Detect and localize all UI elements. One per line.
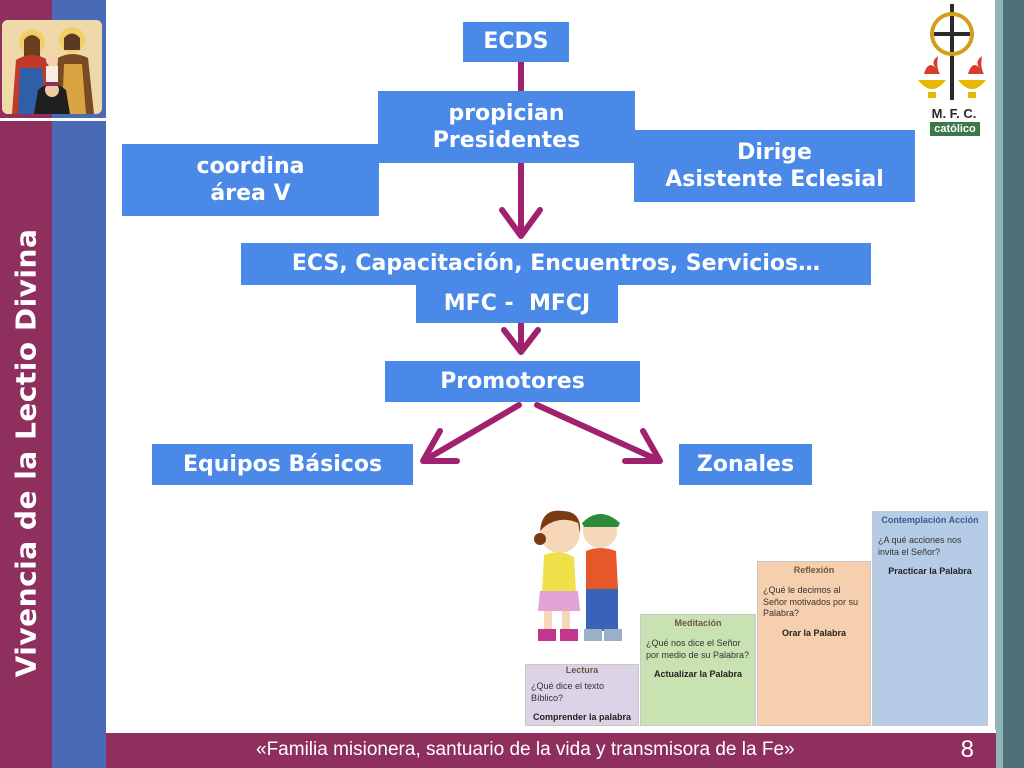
step-reflexion: Reflexión ¿Qué le decimos al Señor motiv… — [757, 561, 871, 726]
step-contemplacion-action: Practicar la Palabra — [888, 566, 972, 577]
zonales-box: Zonales — [679, 444, 812, 485]
mfc-box: MFC - MFCJ — [416, 285, 618, 323]
mfc-label: MFC - MFCJ — [443, 291, 591, 317]
arrow-mfc-head — [501, 327, 541, 355]
step-lectura-question: ¿Qué dice el texto Bíblico? — [531, 681, 605, 703]
arrow-zonales-shaft — [534, 402, 661, 463]
dirige-line1: Dirige — [737, 139, 812, 165]
coordina-line1: coordina — [196, 153, 305, 179]
propician-line1: propician — [448, 100, 565, 126]
arrow-equipos-shaft — [422, 402, 522, 463]
dirige-line2: Asistente Eclesial — [665, 167, 884, 192]
step-reflexion-title: Reflexión — [793, 565, 835, 575]
logo-line1: M. F. C. — [931, 106, 977, 121]
promotores-label: Promotores — [440, 368, 585, 394]
side-title-text: Vivencia de la Lectio Divina — [9, 228, 43, 678]
zonales-label: Zonales — [696, 451, 795, 477]
step-meditacion: Meditación ¿Qué nos dice el Señor por me… — [640, 614, 756, 726]
page-number: 8 — [960, 736, 974, 763]
arrow-zonales-head — [622, 428, 663, 464]
ecs-label: ECS, Capacitación, Encuentros, Servicios… — [291, 251, 821, 277]
step-meditacion-title: Meditación — [674, 618, 722, 628]
left-blue-band — [52, 0, 106, 768]
children-illustration — [534, 510, 622, 641]
footer-text: «Familia misionera, santuario de la vida… — [256, 739, 795, 760]
dirige-box: Dirige Asistente Eclesial — [634, 130, 915, 202]
step-lectura-action: Comprender la palabra — [532, 712, 632, 723]
equipos-label: Equipos Básicos — [182, 451, 383, 477]
coordina-line2: área V — [210, 181, 291, 206]
mfc-logo: M. F. C. católico — [914, 2, 994, 138]
step-contemplacion: Contemplación Acción ¿A qué acciones nos… — [872, 511, 988, 726]
ecds-label: ECDS — [483, 29, 549, 55]
equipos-box: Equipos Básicos — [152, 444, 413, 485]
right-dark-band — [1003, 0, 1024, 768]
right-light-band — [995, 0, 1003, 768]
step-meditacion-question: ¿Qué nos dice el Señor por medio de su P… — [646, 638, 750, 660]
ecs-box: ECS, Capacitación, Encuentros, Servicios… — [241, 243, 871, 285]
logo-line2: católico — [930, 122, 980, 136]
cross-logo-icon — [918, 4, 986, 100]
step-reflexion-question: ¿Qué le decimos al Señor motivados por s… — [763, 585, 859, 619]
footer-bar: «Familia misionera, santuario de la vida… — [106, 730, 996, 768]
step-contemplacion-title: Contemplación Acción — [881, 515, 979, 525]
step-meditacion-action: Actualizar la Palabra — [653, 669, 743, 680]
arrow-presidentes-head — [499, 207, 543, 239]
band-divider — [0, 118, 106, 121]
step-lectura-title: Lectura — [565, 665, 599, 675]
step-lectura: Lectura ¿Qué dice el texto Bíblico? Comp… — [525, 664, 639, 726]
step-contemplacion-question: ¿A qué acciones nos invita el Señor? — [878, 535, 962, 557]
side-title: Vivencia de la Lectio Divina — [4, 188, 48, 718]
propician-box: propician Presidentes — [378, 91, 635, 163]
ecds-box: ECDS — [463, 22, 569, 62]
step-reflexion-action: Orar la Palabra — [781, 628, 847, 639]
arrow-equipos-head — [420, 428, 460, 464]
holy-family-image — [2, 20, 102, 114]
promotores-box: Promotores — [385, 361, 640, 402]
propician-line2: Presidentes — [432, 128, 581, 153]
left-maroon-band — [0, 0, 52, 768]
coordina-box: coordina área V — [122, 144, 379, 216]
